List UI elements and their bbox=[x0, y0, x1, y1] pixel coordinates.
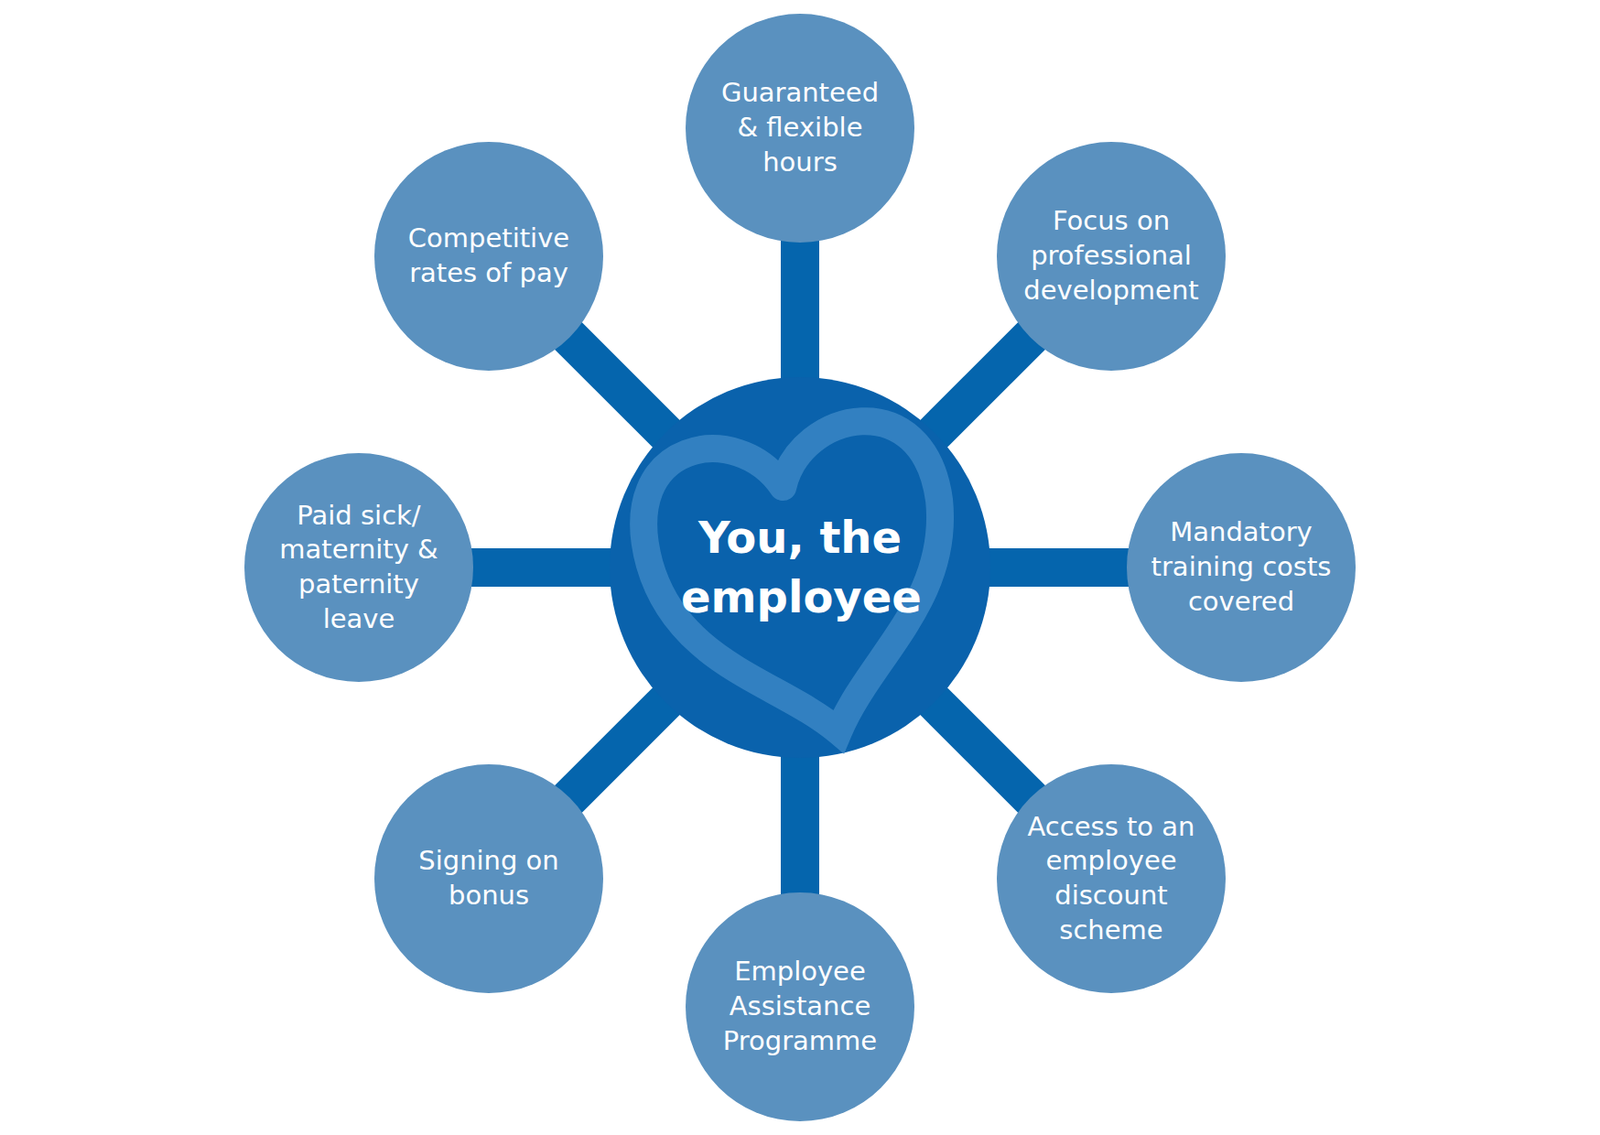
benefit-circle: Employee Assistance Programme bbox=[685, 892, 915, 1122]
benefit-circle: Competitive rates of pay bbox=[374, 141, 604, 371]
spoke-connector bbox=[567, 335, 669, 436]
text-wrap: Paid sick/ maternity & paternity leave bbox=[271, 498, 446, 638]
benefit-label: Guaranteed & flexible hours bbox=[708, 75, 892, 180]
spoke-connector bbox=[986, 548, 1131, 587]
benefit-label: Mandatory training costs covered bbox=[1145, 515, 1338, 619]
hub-label: You, the employee bbox=[681, 508, 919, 628]
spoke-connector bbox=[567, 699, 669, 800]
benefit-circle: Focus on professional development bbox=[996, 141, 1226, 371]
spoke-connector bbox=[931, 335, 1033, 436]
benefit-circle: Signing on bonus bbox=[374, 764, 604, 994]
heart-watermark bbox=[627, 402, 983, 758]
text-wrap: Mandatory training costs covered bbox=[1145, 515, 1338, 619]
circle-shape bbox=[374, 764, 604, 994]
benefit-label: Competitive rates of pay bbox=[401, 221, 576, 291]
spoke-connector bbox=[469, 548, 614, 587]
circle-shape bbox=[996, 764, 1226, 994]
circle-shape bbox=[374, 141, 604, 371]
circle-shape bbox=[244, 453, 474, 682]
spoke-connector bbox=[780, 754, 820, 897]
text-wrap: Guaranteed & flexible hours bbox=[708, 75, 892, 180]
text-wrap: You, the employee bbox=[681, 508, 919, 628]
benefit-label: Access to an employee discount scheme bbox=[1024, 810, 1199, 949]
benefit-circle: Paid sick/ maternity & paternity leave bbox=[244, 453, 474, 682]
circle-shape bbox=[609, 377, 991, 758]
text-wrap: Competitive rates of pay bbox=[401, 221, 576, 291]
spoke-connector bbox=[931, 699, 1033, 800]
text-wrap: Signing on bonus bbox=[401, 843, 576, 913]
benefit-circle: Access to an employee discount scheme bbox=[996, 764, 1226, 994]
hub-circle: You, the employee bbox=[609, 377, 991, 758]
text-wrap: Employee Assistance Programme bbox=[708, 954, 892, 1059]
text-wrap: Access to an employee discount scheme bbox=[1024, 810, 1199, 949]
benefit-circle: Guaranteed & flexible hours bbox=[685, 13, 915, 243]
benefit-label: Employee Assistance Programme bbox=[708, 954, 892, 1059]
text-wrap: Focus on professional development bbox=[1019, 204, 1203, 308]
benefit-label: Focus on professional development bbox=[1019, 204, 1203, 308]
benefit-label: Paid sick/ maternity & paternity leave bbox=[271, 498, 446, 638]
benefit-circle: Mandatory training costs covered bbox=[1126, 453, 1356, 682]
benefit-label: Signing on bonus bbox=[401, 843, 576, 913]
spoke-connector bbox=[780, 238, 820, 381]
